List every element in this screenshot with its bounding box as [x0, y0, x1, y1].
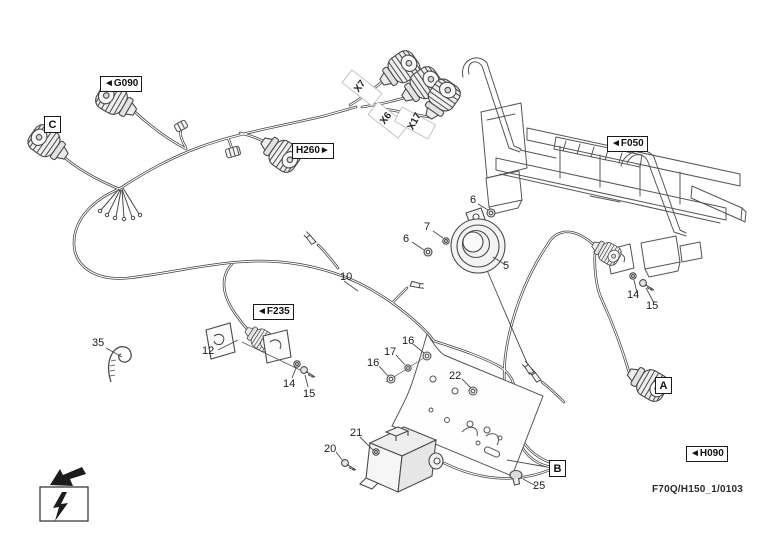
ref-label-f235: ◄F235	[253, 304, 294, 320]
callout-15a: 15	[303, 388, 316, 400]
callout-7: 7	[424, 221, 431, 233]
legend-symbols	[39, 467, 89, 522]
ref-label-g090: ◄G090	[100, 76, 143, 92]
ref-label-f050: ◄F050	[607, 136, 648, 152]
actuator-part	[341, 426, 523, 493]
right-connector-hardware	[629, 272, 655, 292]
callout-20: 20	[324, 443, 337, 455]
callout-14a: 14	[283, 378, 296, 390]
ref-label-h090: ◄H090	[686, 446, 728, 462]
f235-bracket-assembly	[205, 322, 316, 379]
callout-22: 22	[449, 370, 462, 382]
callout-21: 21	[350, 427, 363, 439]
lightning-bolt-icon	[53, 492, 68, 521]
callout-17: 17	[384, 346, 397, 358]
connectors	[23, 46, 673, 406]
connector-tag-flags	[341, 69, 437, 140]
callout-16b: 16	[367, 357, 380, 369]
callout-5: 5	[503, 260, 510, 272]
ref-label-b: B	[549, 460, 566, 477]
callout-25: 25	[533, 480, 546, 492]
callout-16a: 16	[402, 335, 415, 347]
callout-14b: 14	[627, 289, 640, 301]
callout-15b: 15	[646, 300, 659, 312]
leader-lines	[105, 203, 655, 487]
ref-label-h260: H260►	[292, 143, 334, 159]
wire-details	[97, 119, 544, 384]
callout-10: 10	[340, 271, 353, 283]
ref-label-a: A	[655, 377, 672, 394]
ref-label-c: C	[44, 116, 61, 133]
figure-code: F70Q/H150_1/0103	[652, 484, 744, 495]
grommet-part-25	[509, 469, 523, 486]
callout-35: 35	[92, 337, 105, 349]
clip-part-35	[107, 346, 132, 383]
connector-frame-right	[587, 235, 625, 269]
direction-arrow-icon	[50, 467, 86, 486]
callout-6a: 6	[470, 194, 477, 206]
callout-6b: 6	[403, 233, 410, 245]
callout-12: 12	[202, 345, 215, 357]
horn-part	[423, 207, 506, 274]
